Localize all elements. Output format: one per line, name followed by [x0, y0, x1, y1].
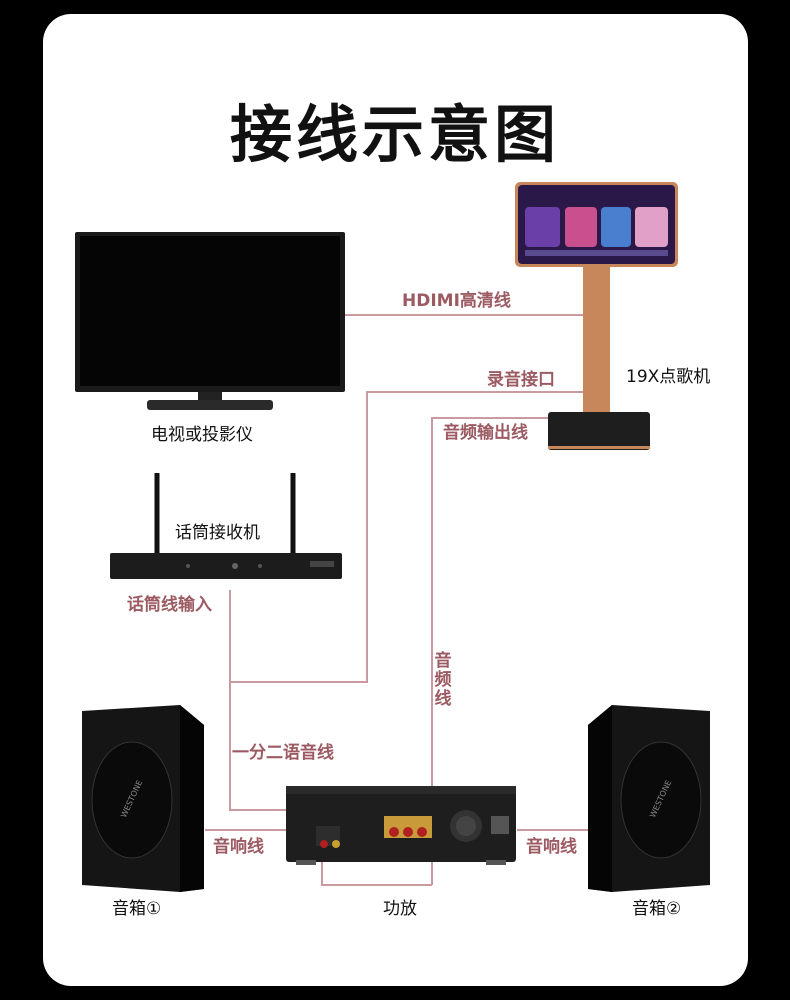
record-line [230, 391, 585, 683]
tv-caption: 电视或投影仪 [151, 425, 253, 445]
mic-receiver-icon [110, 468, 345, 587]
receiver-caption: 话筒接收机 [175, 523, 260, 543]
splitter-cable-label: 一分二语音线 [232, 743, 334, 763]
hdmi-cable-label: HDIMI高清线 [402, 291, 511, 311]
speaker-left-caption: 音箱① [112, 899, 162, 919]
speaker-left-icon: WESTONE [82, 705, 207, 897]
amp-loop-line [321, 862, 432, 886]
audio-out-cable-label: 音频输出线 [443, 423, 528, 443]
ktv-machine-caption: 19X点歌机 [626, 367, 711, 387]
speaker-right-caption: 音箱② [632, 899, 682, 919]
tv-icon [75, 232, 347, 418]
mic-input-label: 话筒线输入 [127, 595, 212, 615]
amplifier-icon [286, 786, 518, 870]
diagram-title: 接线示意图 [229, 98, 560, 171]
record-port-label: 录音接口 [487, 370, 555, 390]
speaker-cable-left-label: 音响线 [213, 837, 264, 857]
ktv-machine-icon [515, 182, 680, 456]
speaker-cable-right-label: 音响线 [526, 837, 577, 857]
speaker-right-icon: WESTONE [588, 705, 713, 897]
audio-cable-vertical-label: 音频线 [434, 651, 452, 709]
mic-splitter-line [229, 590, 288, 811]
amplifier-caption: 功放 [383, 899, 417, 919]
audio-out-line [431, 417, 585, 885]
